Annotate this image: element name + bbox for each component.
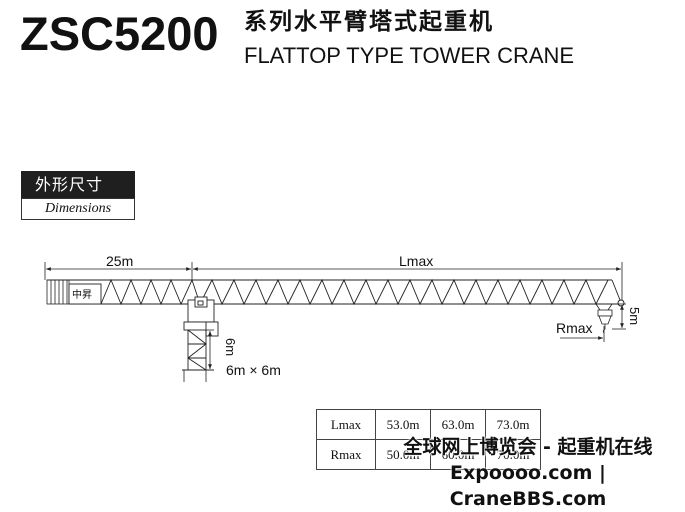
- counterweight: [46, 279, 70, 305]
- title-english: FLATTOP TYPE TOWER CRANE: [244, 43, 575, 68]
- rmax-label: Rmax: [556, 320, 593, 336]
- table-row: Rmax 50.0m 60.0m 70.0m: [316, 439, 541, 470]
- jib-length-label: Lmax: [399, 253, 433, 269]
- mast-tower: [182, 329, 214, 371]
- table-row-label: Rmax: [316, 439, 376, 470]
- dimensions-title-en: Dimensions: [21, 198, 135, 220]
- jib-tip-pulley: [617, 299, 625, 307]
- trolley-hook: [595, 303, 613, 334]
- model-number: ZSC5200: [20, 7, 219, 60]
- jib-truss: [191, 278, 621, 306]
- rmax-dimension-line: [560, 326, 605, 342]
- table-row-label: Lmax: [316, 409, 376, 440]
- table-cell: 70.0m: [485, 439, 541, 470]
- mast-height-label: 6m: [223, 338, 238, 356]
- mast-dimension-line: [183, 329, 214, 382]
- table-cell: 53.0m: [375, 409, 431, 440]
- dimensions-header: 外形尺寸 Dimensions: [21, 171, 136, 221]
- top-dimension-line: [44, 262, 623, 302]
- table-cell: 50.0m: [375, 439, 431, 470]
- hook-dimension-line: [612, 303, 626, 330]
- table-cell: 60.0m: [430, 439, 486, 470]
- counter-jib-truss: [47, 278, 193, 306]
- cab-brand-label: 中昇: [72, 288, 92, 301]
- watermark-line-2: Expoooo.com | CraneBBS.com: [449, 462, 607, 510]
- table-row: Lmax 53.0m 63.0m 73.0m: [316, 409, 541, 440]
- base-size-label: 6m × 6m: [226, 362, 281, 378]
- crane-drawing: 25m Lmax 中昇: [44, 253, 642, 382]
- table-cell: 63.0m: [430, 409, 486, 440]
- spec-table: Lmax 53.0m 63.0m 73.0m Rmax 50.0m 60.0m …: [316, 409, 541, 470]
- counter-jib-length-label: 25m: [106, 253, 133, 269]
- watermark-line-1: 全球网上博览会 - 起重机在线: [403, 436, 653, 458]
- dimensions-title-cn: 外形尺寸: [21, 171, 135, 198]
- watermark: 全球网上博览会 - 起重机在线 Expoooo.com | CraneBBS.c…: [378, 434, 678, 512]
- hook-height-label: 5m: [627, 307, 642, 325]
- title-chinese: 系列水平臂塔式起重机: [244, 9, 494, 35]
